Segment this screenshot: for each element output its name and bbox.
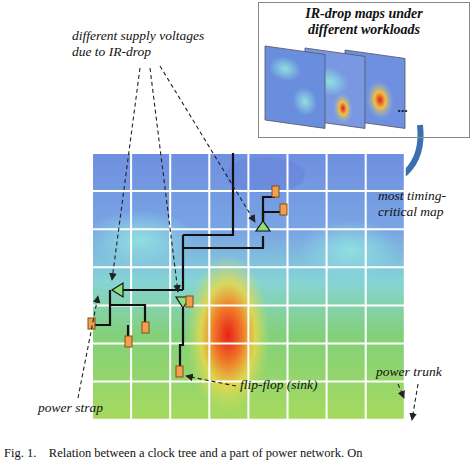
leader-lines [78, 66, 418, 420]
ellipsis: ... [398, 100, 408, 116]
callout-text: power trunk [376, 364, 442, 380]
clock-tree [92, 153, 282, 370]
callout-text: flip-flop (sink) [240, 377, 318, 393]
map-stack-box: IR-drop maps under different workloads [258, 2, 470, 138]
callout-text: power strap [38, 400, 103, 416]
box-title: IR-drop maps under different workloads [259, 3, 469, 38]
figure-caption: Fig. 1. Relation between a clock tree an… [4, 446, 363, 461]
clock-buffers [112, 221, 270, 308]
ir-drop-map [85, 153, 405, 420]
ir-drop-map-stack [265, 46, 405, 128]
callout-text: different supply voltages due to IR-drop [72, 28, 222, 59]
callout-text: most timing-critical map [378, 188, 472, 219]
flip-flops [88, 186, 287, 377]
